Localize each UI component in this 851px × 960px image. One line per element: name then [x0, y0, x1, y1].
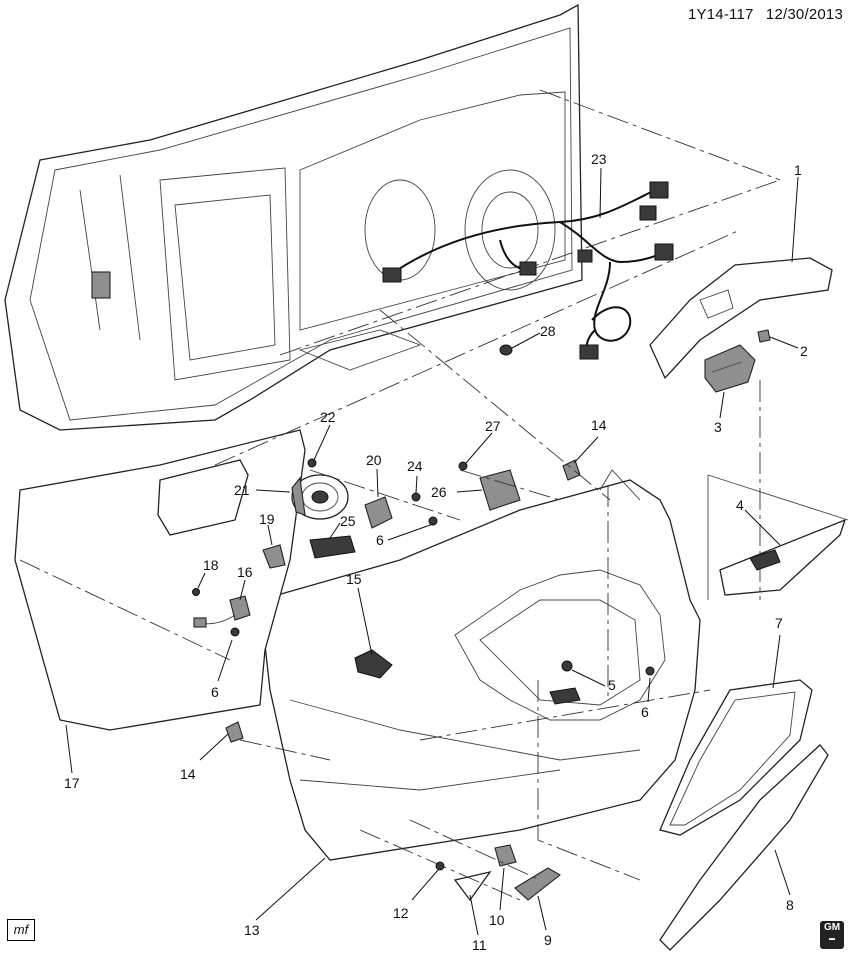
- grommet-28: [499, 344, 513, 356]
- diagram-id: 1Y14-117: [688, 6, 754, 23]
- callout-12: 12: [393, 905, 409, 921]
- screw-6-b: [230, 627, 240, 637]
- upper-trim-cap: [649, 257, 833, 380]
- gm-logo-underline: ▬: [829, 936, 835, 942]
- callout-5: 5: [608, 677, 616, 693]
- clip-10: [494, 844, 517, 867]
- trim-11: [453, 870, 492, 902]
- bracket-19: [262, 544, 286, 569]
- callout-3: 3: [714, 419, 722, 435]
- latch-module-26: [479, 469, 521, 511]
- callout-7: 7: [775, 615, 783, 631]
- callout-13: 13: [244, 922, 260, 938]
- speaker-assembly: [291, 474, 349, 520]
- callout-9: 9: [544, 932, 552, 948]
- callout-1: 1: [794, 162, 802, 178]
- callout-6-c: 6: [641, 704, 649, 720]
- lower-trim-strip-8: [659, 744, 829, 951]
- switch-module-20: [364, 496, 393, 529]
- callout-25: 25: [340, 513, 356, 529]
- callout-15: 15: [346, 571, 362, 587]
- window-switch: [704, 344, 756, 393]
- screw-6-c: [645, 666, 655, 676]
- callout-24: 24: [407, 458, 423, 474]
- door-inner-panel: [4, 3, 583, 431]
- callout-4: 4: [736, 497, 744, 513]
- callout-labels: 1 2 3 4 5 6 6 6 7 8 9 10 11 12 13 14 14 …: [64, 151, 808, 953]
- callout-22: 22: [320, 409, 336, 425]
- callout-18: 18: [203, 557, 219, 573]
- screw-6-a: [428, 516, 438, 526]
- illustrator-tag: mf: [7, 919, 35, 941]
- pull-cup-15: [354, 649, 393, 679]
- callout-21: 21: [234, 482, 250, 498]
- callout-19: 19: [259, 511, 275, 527]
- callout-8: 8: [786, 897, 794, 913]
- diagram-header: 1Y14-117 12/30/2013: [680, 6, 843, 23]
- callout-20: 20: [366, 452, 382, 468]
- callout-26: 26: [431, 484, 447, 500]
- callout-14-a: 14: [591, 417, 607, 433]
- mirror-sail-panel: [707, 474, 849, 600]
- trim-clip-2: [757, 329, 771, 343]
- door-trim-panel: [259, 469, 701, 861]
- callout-23: 23: [591, 151, 607, 167]
- callout-2: 2: [800, 343, 808, 359]
- gm-logo: GM ▬: [820, 921, 844, 949]
- screw-22: [307, 458, 317, 468]
- gm-logo-text: GM: [823, 922, 841, 933]
- clip-14-upper: [562, 459, 581, 481]
- callout-11: 11: [472, 937, 487, 953]
- callout-28: 28: [540, 323, 556, 339]
- handle-bezel-9: [514, 867, 561, 901]
- switch-bezel-25: [309, 535, 356, 559]
- fastener-18: [192, 588, 200, 596]
- callout-6-a: 6: [376, 532, 384, 548]
- door-insulator: [14, 429, 306, 731]
- screw-24: [411, 492, 421, 502]
- callout-6-b: 6: [211, 684, 219, 700]
- switch-16: [229, 595, 251, 621]
- callout-27: 27: [485, 418, 501, 434]
- alignment-lines: [19, 89, 781, 901]
- callout-14-b: 14: [180, 766, 196, 782]
- callout-17: 17: [64, 775, 80, 791]
- screw-27: [458, 461, 468, 471]
- callout-10: 10: [489, 912, 505, 928]
- clip-14-lower: [225, 721, 244, 743]
- leader-lines: [65, 167, 799, 936]
- switch-16-connector: [193, 617, 207, 628]
- screw-5: [561, 660, 573, 672]
- wiring-harness: [382, 181, 674, 360]
- speaker-grille-7: [659, 679, 813, 836]
- diagram-date: 12/30/2013: [765, 6, 843, 23]
- callout-16: 16: [237, 564, 253, 580]
